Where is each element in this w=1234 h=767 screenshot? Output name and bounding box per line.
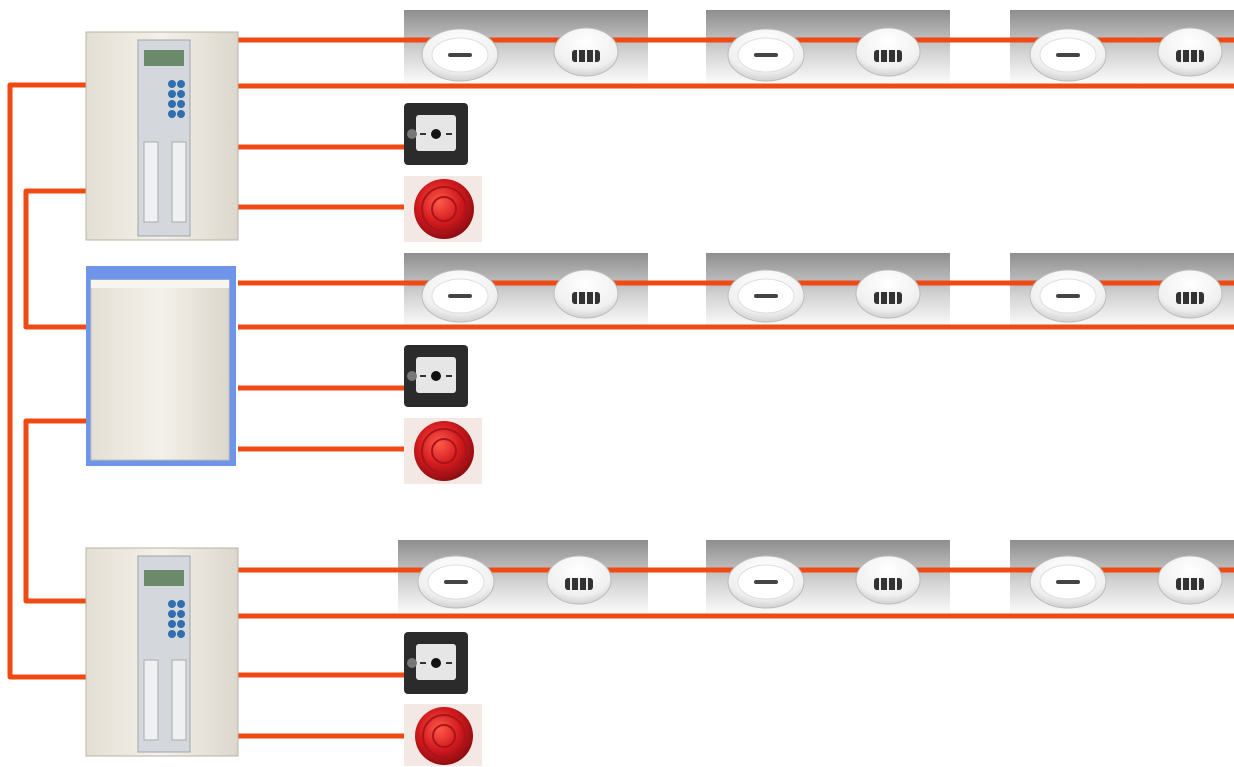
alarm-sounder-icon [404,704,482,766]
alarm-sounder-icon [404,176,482,242]
network-link-2-3 [23,418,86,604]
detector-loop [238,540,1234,619]
fire-alarm-control-panel-icon [85,31,239,241]
heat-detector-icon [855,269,921,319]
panel-group-2 [86,253,1234,484]
manual-call-point-icon [404,632,468,694]
optical-smoke-detector-icon [727,269,805,323]
heat-detector-icon [553,269,619,319]
optical-smoke-detector-icon [421,269,499,323]
heat-detector-icon [1157,555,1223,605]
optical-smoke-detector-icon [1029,28,1107,82]
panel-group-1 [85,10,1234,242]
manual-call-point-icon [404,345,468,407]
optical-smoke-detector-icon [727,555,805,609]
heat-detector-icon [1157,269,1223,319]
heat-detector-icon [553,27,619,77]
optical-smoke-detector-icon [727,28,805,82]
network-link-1-2 [23,188,86,330]
fire-alarm-control-panel-icon [85,547,239,757]
optical-smoke-detector-icon [417,555,495,609]
heat-detector-icon [546,555,612,605]
optical-smoke-detector-icon [421,28,499,82]
heat-detector-icon [855,27,921,77]
network-wiring [7,82,86,680]
detector-loop [238,10,1234,89]
optical-smoke-detector-icon [1029,555,1107,609]
panel-group-3 [85,540,1234,766]
heat-detector-icon [855,555,921,605]
enclosure-panel-icon [86,266,236,466]
detector-loop [238,253,1234,330]
manual-call-point-icon [404,103,468,165]
network-link-1-3 [7,82,86,680]
optical-smoke-detector-icon [1029,269,1107,323]
alarm-sounder-icon [404,418,482,484]
heat-detector-icon [1157,27,1223,77]
